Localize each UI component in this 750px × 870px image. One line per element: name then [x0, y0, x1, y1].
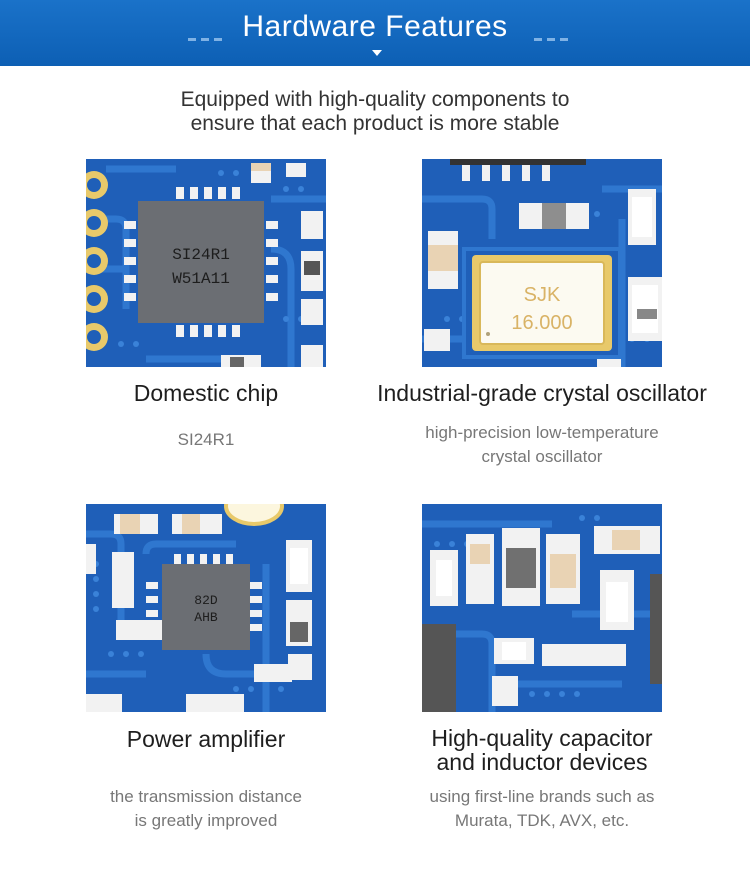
- feature-title-capacitor-inductor: High-quality capacitor and inductor devi…: [386, 726, 698, 774]
- feature-title-line: and inductor devices: [436, 749, 648, 775]
- section-title: Hardware Features: [242, 10, 508, 43]
- crystal-oscillator-image: SJK 16.000: [422, 159, 662, 367]
- caret-down-icon: [372, 50, 382, 56]
- chip-marking-line-1: SI24R1: [172, 246, 230, 264]
- feature-desc-line: SI24R1: [177, 430, 235, 449]
- power-amplifier-image: 82D AHB: [86, 504, 326, 712]
- feature-desc-line: using first-line brands such as: [429, 787, 655, 806]
- feature-title-crystal-oscillator: Industrial-grade crystal oscillator: [377, 380, 707, 406]
- domestic-chip-image: SI24R1 W51A11: [86, 159, 326, 367]
- feature-desc-line: is greatly improved: [134, 811, 278, 830]
- feature-title-domestic-chip: Domestic chip: [133, 380, 279, 406]
- intro-line-1: Equipped with high-quality components to: [180, 88, 570, 111]
- title-decoration-left: [188, 28, 227, 41]
- feature-desc-line: crystal oscillator: [481, 447, 603, 466]
- title-decoration-right: [534, 28, 573, 41]
- amplifier-marking-line-2: AHB: [194, 610, 218, 625]
- capacitor-inductor-image: [422, 504, 662, 712]
- intro-text: Equipped with high-quality components to…: [0, 88, 750, 136]
- header-banner: Hardware Features: [0, 0, 750, 66]
- feature-desc-line: high-precision low-temperature: [425, 423, 659, 442]
- feature-desc-crystal-oscillator: high-precision low-temperature crystal o…: [366, 421, 718, 469]
- feature-title-power-amplifier: Power amplifier: [126, 726, 286, 752]
- feature-desc-capacitor-inductor: using first-line brands such as Murata, …: [386, 785, 698, 833]
- crystal-marking-line-2: 16.000: [511, 312, 572, 334]
- feature-desc-line: the transmission distance: [110, 787, 302, 806]
- feature-desc-domestic-chip: SI24R1: [86, 428, 326, 452]
- intro-line-2: ensure that each product is more stable: [190, 112, 560, 135]
- feature-title-line: High-quality capacitor: [431, 725, 653, 751]
- crystal-marking-line-1: SJK: [524, 284, 561, 306]
- feature-desc-power-amplifier: the transmission distance is greatly imp…: [60, 785, 352, 833]
- chip-marking-line-2: W51A11: [172, 270, 230, 288]
- amplifier-marking-line-1: 82D: [194, 593, 218, 608]
- feature-desc-line: Murata, TDK, AVX, etc.: [454, 811, 630, 830]
